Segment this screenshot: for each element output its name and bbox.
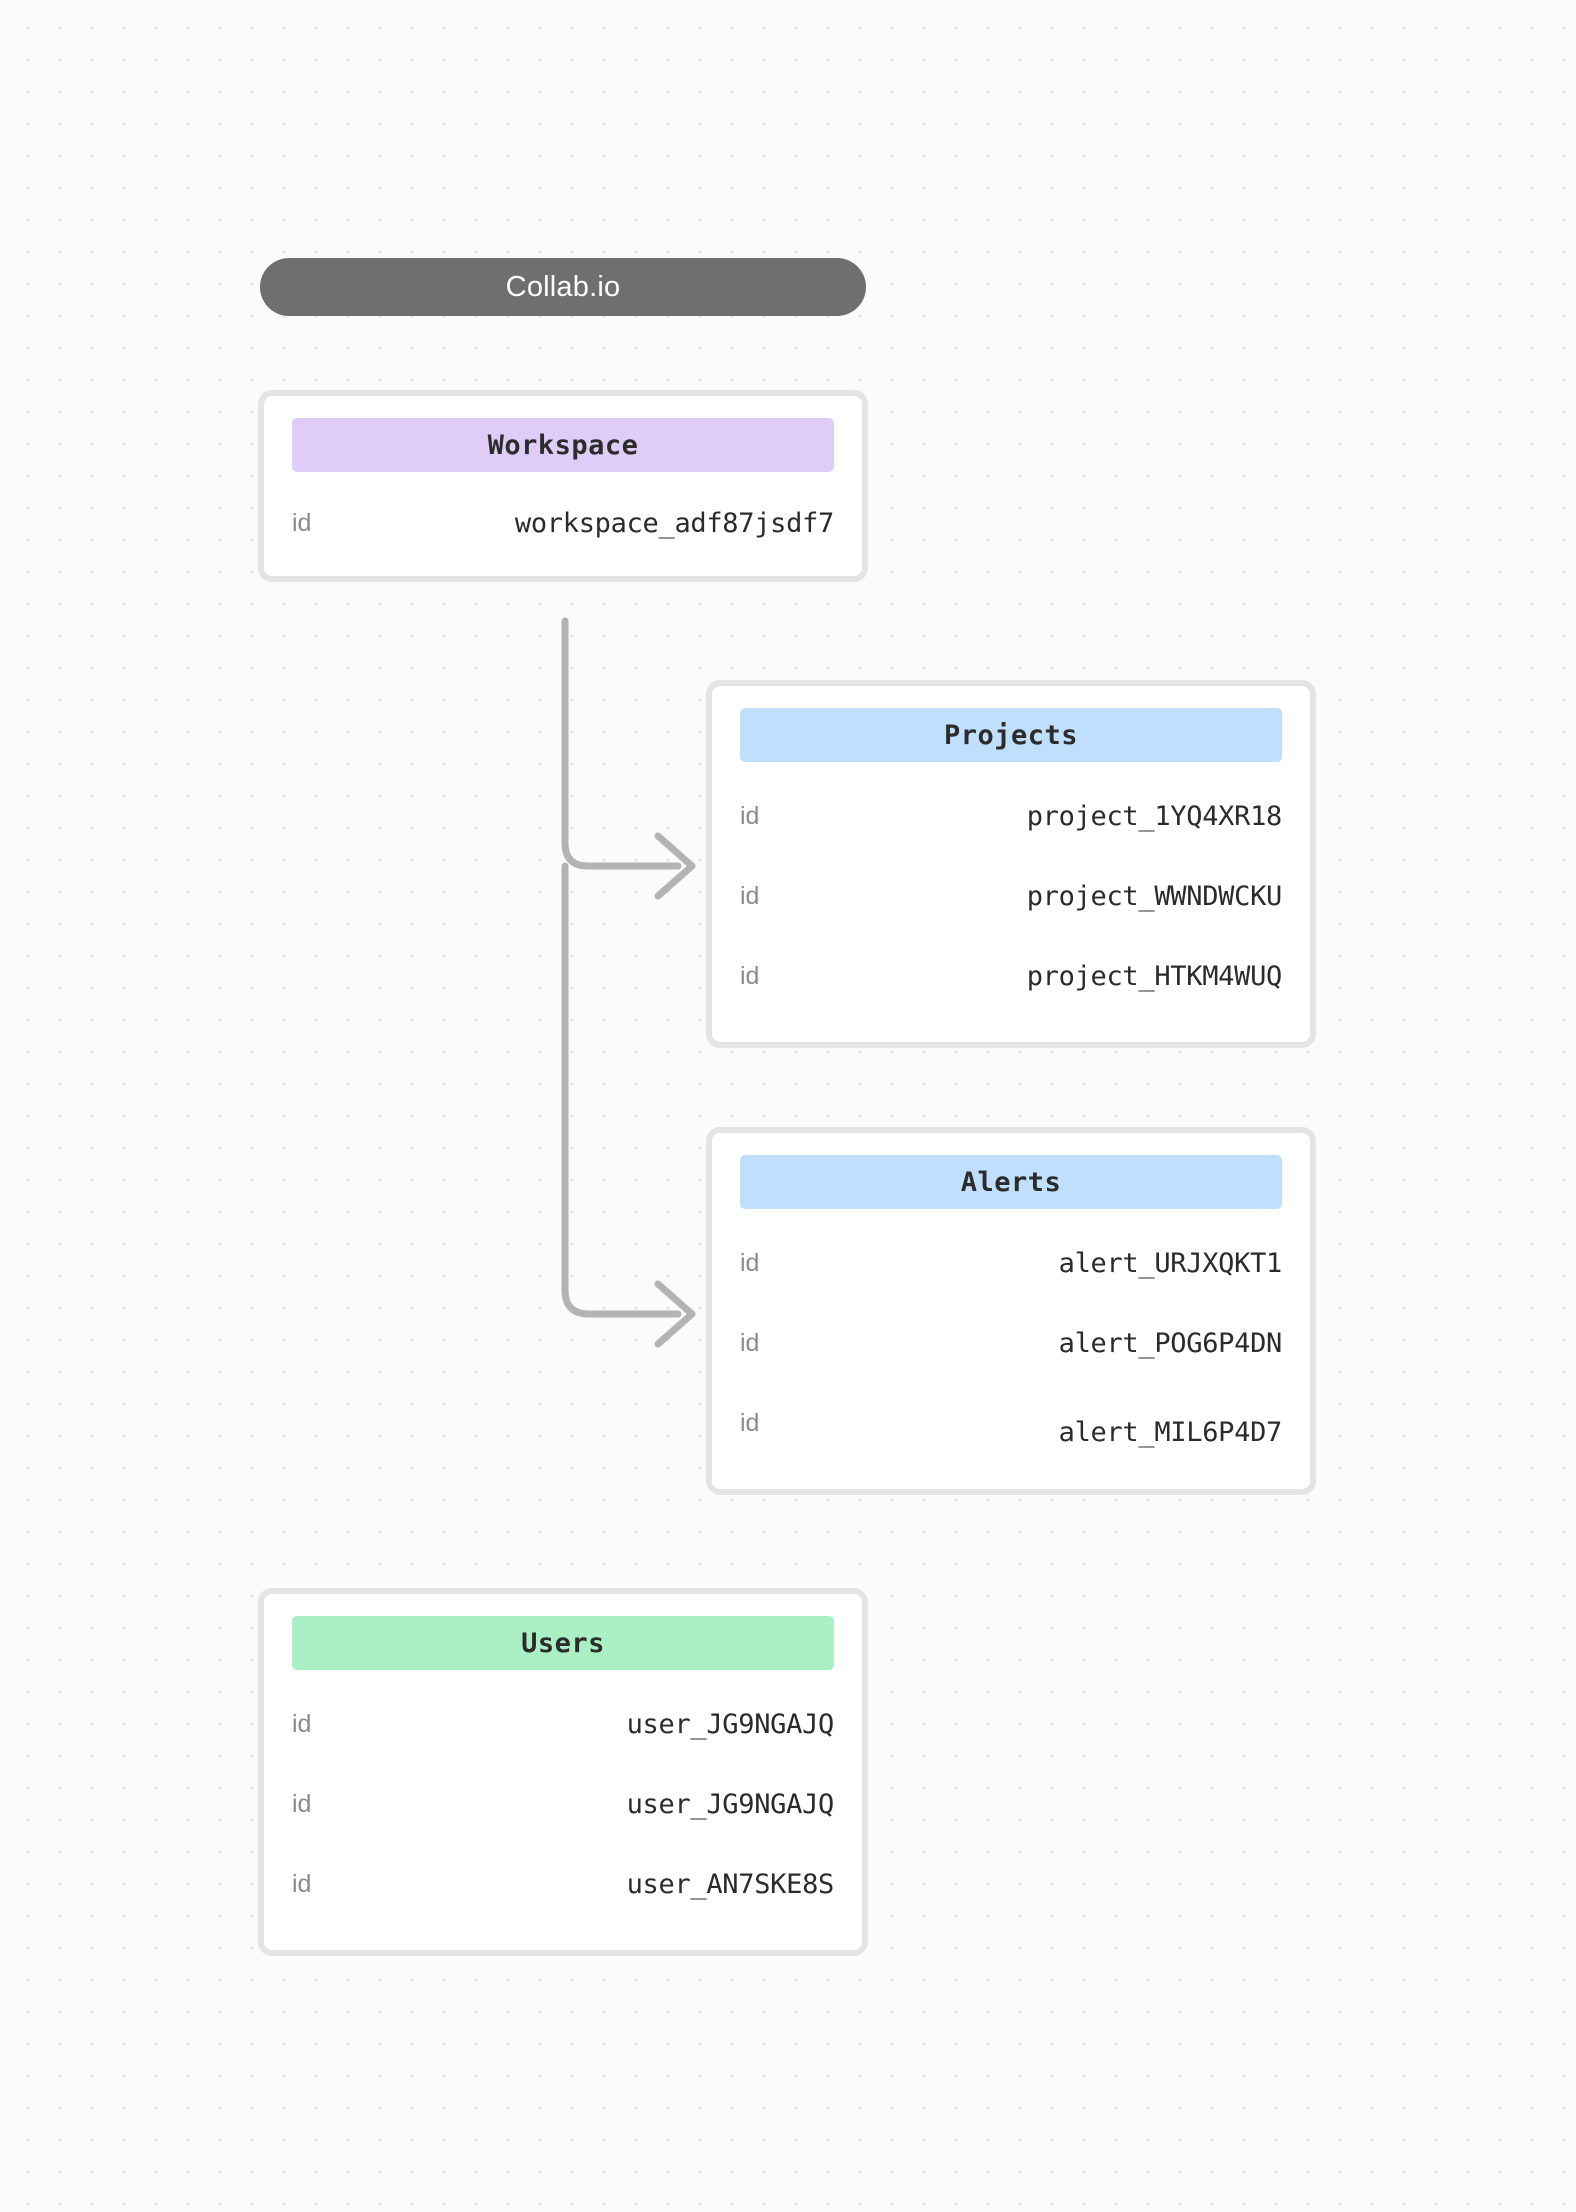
table-row[interactable]: id project_HTKM4WUQ [740, 936, 1282, 1016]
table-row[interactable]: id project_WWNDWCKU [740, 856, 1282, 936]
row-value: project_1YQ4XR18 [1026, 800, 1283, 832]
entity-card-workspace[interactable]: Workspace id workspace_adf87jsdf7 [258, 390, 868, 582]
connector-workspace-alerts [561, 862, 682, 1318]
row-key: id [740, 1328, 760, 1357]
entity-title-alerts: Alerts [960, 1166, 1062, 1198]
row-key: id [740, 961, 760, 990]
arrowhead-alerts [654, 1280, 696, 1348]
entity-title-workspace: Workspace [487, 429, 639, 461]
entity-card-users[interactable]: Users id user_JG9NGAJQ id user_JG9NGAJQ … [258, 1588, 868, 1956]
entity-header-workspace: Workspace [292, 418, 834, 472]
app-title-pill: Collab.io [260, 258, 866, 316]
row-value: alert_URJXQKT1 [1058, 1247, 1283, 1279]
row-key: id [740, 801, 760, 830]
entity-card-projects[interactable]: Projects id project_1YQ4XR18 id project_… [706, 680, 1316, 1048]
entity-card-alerts[interactable]: Alerts id alert_URJXQKT1 id alert_POG6P4… [706, 1127, 1316, 1495]
row-value: alert_MIL6P4D7 [1058, 1416, 1283, 1448]
entity-title-projects: Projects [943, 719, 1079, 751]
row-value: user_JG9NGAJQ [626, 1788, 835, 1820]
row-key: id [292, 508, 312, 537]
table-row[interactable]: id user_JG9NGAJQ [292, 1764, 834, 1844]
row-key: id [292, 1709, 312, 1738]
row-key: id [740, 1408, 760, 1437]
row-value: project_WWNDWCKU [1026, 880, 1283, 912]
row-value: alert_POG6P4DN [1058, 1327, 1283, 1359]
entity-header-projects: Projects [740, 708, 1282, 762]
table-row[interactable]: id workspace_adf87jsdf7 [292, 486, 834, 560]
arrowhead-projects [654, 832, 696, 900]
row-value: workspace_adf87jsdf7 [514, 507, 834, 539]
table-row[interactable]: id alert_POG6P4DN [740, 1303, 1282, 1383]
table-row[interactable]: id project_1YQ4XR18 [740, 776, 1282, 856]
app-title-label: Collab.io [505, 270, 621, 303]
row-key: id [292, 1789, 312, 1818]
row-key: id [292, 1869, 312, 1898]
table-row[interactable]: id user_JG9NGAJQ [292, 1684, 834, 1764]
row-value: user_JG9NGAJQ [626, 1708, 835, 1740]
row-key: id [740, 1248, 760, 1277]
entity-header-users: Users [292, 1616, 834, 1670]
entity-header-alerts: Alerts [740, 1155, 1282, 1209]
table-row[interactable]: id alert_MIL6P4D7 [740, 1383, 1282, 1463]
row-key: id [740, 881, 760, 910]
table-row[interactable]: id alert_URJXQKT1 [740, 1223, 1282, 1303]
row-value: user_AN7SKE8S [626, 1868, 835, 1900]
connector-workspace-projects [561, 617, 682, 870]
row-value: project_HTKM4WUQ [1026, 960, 1283, 992]
entity-title-users: Users [521, 1627, 605, 1659]
table-row[interactable]: id user_AN7SKE8S [292, 1844, 834, 1924]
